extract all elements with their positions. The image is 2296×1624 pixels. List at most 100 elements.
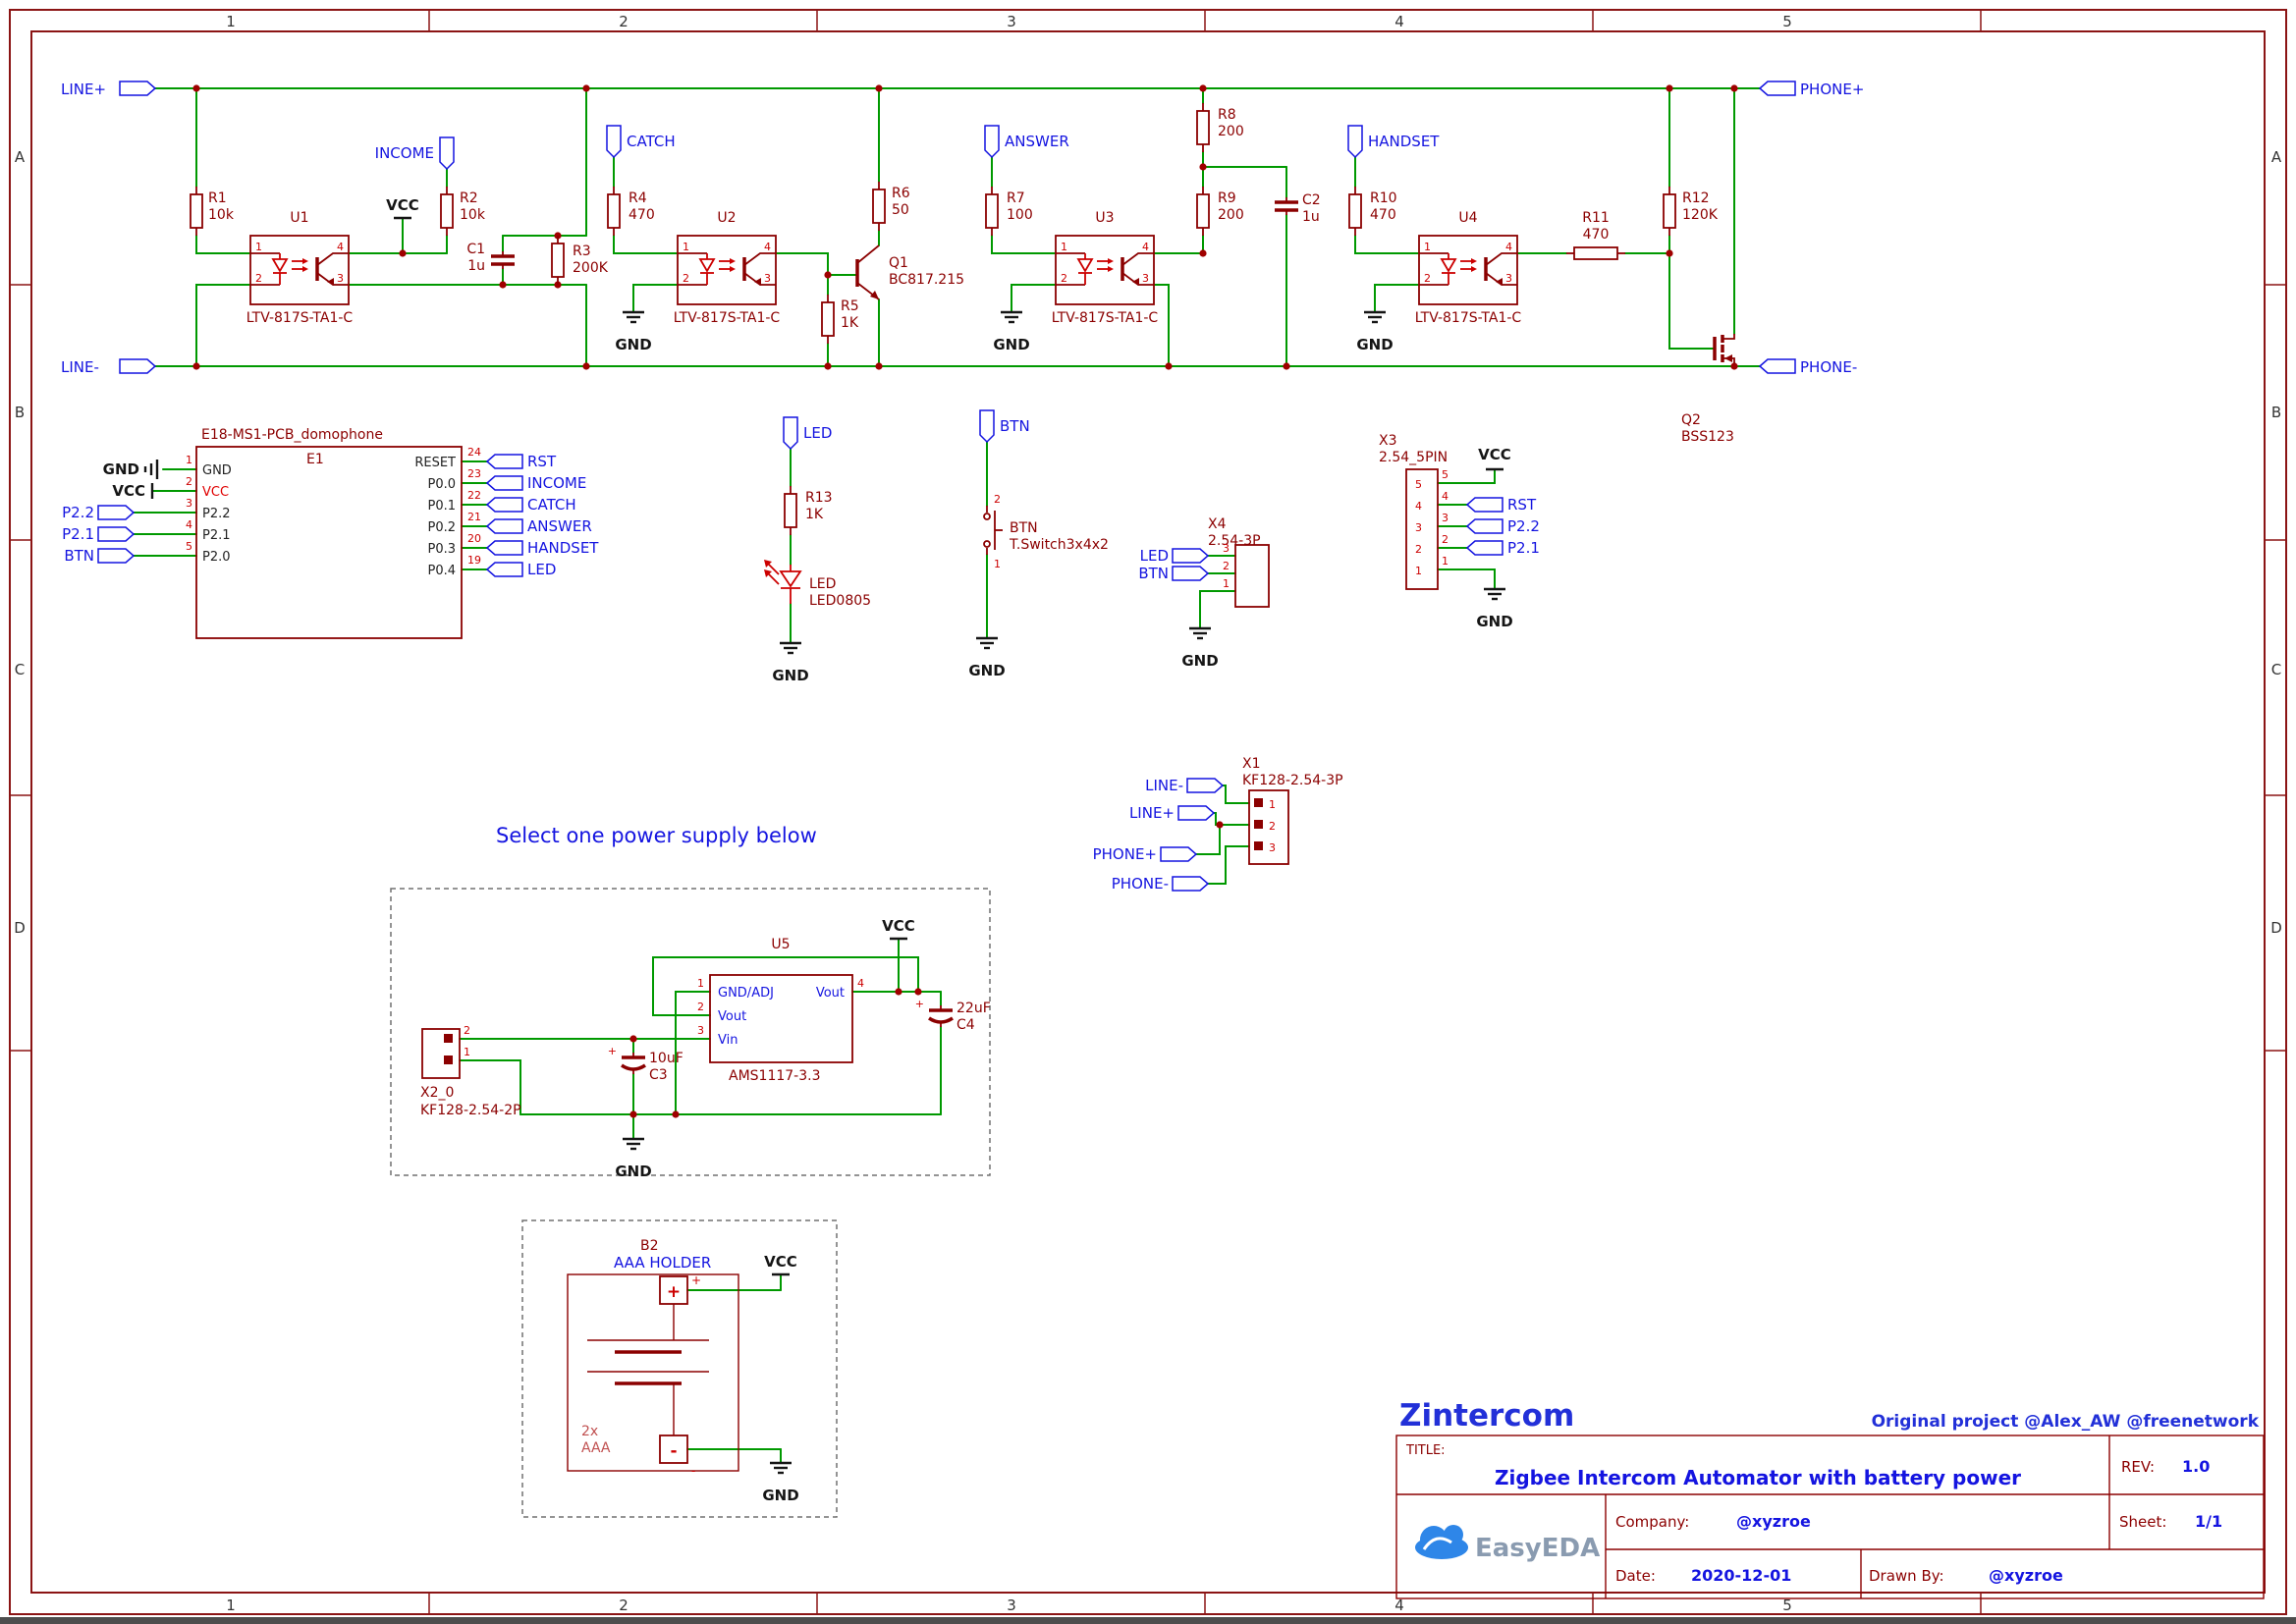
net-flag-income-e1[interactable]: INCOME — [485, 474, 586, 492]
net-flag-led-e1[interactable]: LED — [485, 561, 556, 578]
optocoupler-u3[interactable]: 1 2 4 3 U3 LTV-817S-TA1-C — [1052, 210, 1159, 326]
net-label: ANSWER — [527, 517, 592, 535]
net-flag-income[interactable]: INCOME — [375, 136, 455, 171]
led-d1[interactable]: LED LED0805 — [764, 560, 871, 609]
gnd-symbol-battery[interactable]: GND — [762, 1461, 799, 1504]
net-flag-line-plus[interactable]: LINE+ — [61, 81, 157, 98]
net-flag-line-minus-x1[interactable]: LINE- — [1145, 777, 1225, 794]
connector-x3[interactable]: X3 2.54_5PIN 5 4 3 2 1 5 4 3 2 1 — [1379, 433, 1449, 590]
net-flag-rst-x3[interactable]: RST — [1465, 496, 1537, 514]
net-flag-phone-minus-x1[interactable]: PHONE- — [1112, 875, 1210, 893]
vcc-flag-e1[interactable]: VCC — [112, 482, 154, 500]
net-flag-answer-e1[interactable]: ANSWER — [485, 517, 592, 535]
gnd-symbol-x3[interactable]: GND — [1476, 587, 1513, 630]
b2-value: AAA HOLDER — [614, 1254, 711, 1272]
resistor-r2[interactable]: R2 10k — [440, 187, 486, 236]
net-flag-p22-e1[interactable]: P2.2 — [62, 504, 136, 521]
resistor-r5[interactable]: R5 1K — [821, 295, 859, 344]
net-flag-catch-e1[interactable]: CATCH — [485, 496, 576, 514]
gnd-symbol-u3[interactable]: GND — [993, 310, 1030, 353]
net-flag-shape — [119, 358, 157, 374]
wire — [195, 284, 251, 367]
net-flag-led-x4[interactable]: LED — [1140, 547, 1210, 565]
wire — [1153, 284, 1170, 367]
capacitor-c1[interactable]: C1 1u — [466, 242, 515, 274]
resistor-r7[interactable]: R7 100 — [985, 187, 1033, 236]
switch-btn[interactable]: 2 1 BTN T.Switch3x4x2 — [983, 493, 1109, 570]
resistor-r9[interactable]: R9 200 — [1196, 187, 1244, 236]
connector-x2[interactable]: 2 1 X2_0 KF128-2.54-2P — [420, 1024, 521, 1118]
net-flag-btn-e1[interactable]: BTN — [64, 547, 136, 565]
resistor-r3[interactable]: R3 200K — [551, 236, 609, 285]
gnd-flag-e1[interactable]: GND — [103, 460, 159, 479]
connector-x1[interactable]: X1 KF128-2.54-3P 1 2 3 — [1242, 756, 1343, 865]
vcc-symbol-x3[interactable]: VCC — [1478, 446, 1511, 471]
wires — [133, 87, 1761, 1464]
net-flag-p21-x3[interactable]: P2.1 — [1465, 539, 1540, 557]
optocoupler-u4[interactable]: 1 2 4 3 U4 LTV-817S-TA1-C — [1415, 210, 1522, 326]
regulator-u5[interactable]: U5 AMS1117-3.3 GND/ADJ Vout Vin Vout 1 2… — [697, 937, 864, 1084]
mcu-module-e1[interactable]: E18-MS1-PCB_domophone E1 GND VCC P2.2 P2… — [186, 427, 481, 639]
net-flag-phone-plus[interactable]: PHONE+ — [1758, 81, 1864, 98]
net-flag-answer[interactable]: ANSWER — [984, 125, 1069, 159]
transistor-q1[interactable]: Q1 BC817.215 — [855, 244, 964, 300]
net-flag-handset[interactable]: HANDSET — [1347, 125, 1440, 159]
junction-dot — [875, 362, 883, 370]
horizontal-scrollbar[interactable] — [0, 1617, 2296, 1624]
frame-row-label: D — [14, 919, 26, 937]
net-label: BTN — [1138, 565, 1169, 582]
frame-col-label: 5 — [1782, 1597, 1792, 1614]
e1-pin-num: 5 — [186, 540, 192, 553]
capacitor-c3[interactable]: + 10uF C3 — [608, 1045, 683, 1083]
gnd-symbol-u5[interactable]: GND — [615, 1137, 652, 1180]
gnd-symbol-u4[interactable]: GND — [1356, 310, 1394, 353]
net-flag-rst-e1[interactable]: RST — [485, 453, 557, 470]
gnd-symbol-u2[interactable]: GND — [615, 310, 652, 353]
net-flag-p21-e1[interactable]: P2.1 — [62, 525, 136, 543]
wire — [459, 1059, 521, 1115]
resistor-r8[interactable]: R8 200 — [1196, 103, 1244, 152]
net-flag-handset-e1[interactable]: HANDSET — [485, 539, 599, 557]
capacitor-c4[interactable]: + 22uF C4 — [915, 998, 991, 1033]
gnd-symbol-led[interactable]: GND — [772, 641, 809, 684]
net-flag-led[interactable]: LED — [783, 416, 832, 451]
e1-pin-num: 23 — [467, 467, 481, 480]
resistor-r12[interactable]: R12 120K — [1663, 187, 1719, 236]
net-flag-shape — [1172, 566, 1210, 581]
net-label: LED — [527, 561, 556, 578]
battery-b2[interactable]: B2 AAA HOLDER + - 2x AAA + - — [567, 1238, 739, 1478]
resistor-r1[interactable]: R1 10k — [190, 187, 235, 236]
wire — [1207, 845, 1250, 885]
vcc-symbol-u1[interactable]: VCC — [386, 196, 419, 220]
resistor-r10[interactable]: R10 470 — [1348, 187, 1397, 236]
net-flag-btn-x4[interactable]: BTN — [1138, 565, 1210, 582]
resistor-r11[interactable]: R11 470 — [1566, 210, 1625, 260]
vcc-symbol-u5[interactable]: VCC — [882, 917, 915, 941]
gnd-symbol-btn[interactable]: GND — [968, 636, 1006, 679]
resistor-r13[interactable]: R13 1K — [784, 486, 833, 535]
optocoupler-u1[interactable]: 1 2 4 3 U1 LTV-817S-TA1-C — [246, 210, 354, 326]
connector-x4[interactable]: X4 2.54-3P 3 2 1 — [1208, 516, 1270, 608]
net-flag-btn[interactable]: BTN — [979, 409, 1030, 444]
net-flag-phone-minus[interactable]: PHONE- — [1758, 358, 1857, 376]
net-flag-p22-x3[interactable]: P2.2 — [1465, 517, 1540, 535]
net-flag-phone-plus-x1[interactable]: PHONE+ — [1093, 845, 1198, 863]
x1-pin-num: 1 — [1269, 798, 1276, 811]
resistor-r6[interactable]: R6 50 — [872, 182, 910, 231]
u5-pin1-name: GND/ADJ — [718, 986, 774, 1001]
u1-pin1-num: 1 — [255, 241, 262, 253]
x3-pin-num: 3 — [1442, 512, 1449, 524]
u5-pin2-name: Vout — [718, 1009, 746, 1024]
b2-qty: 2x — [581, 1424, 598, 1439]
resistor-r4[interactable]: R4 470 — [607, 187, 655, 236]
capacitor-c2[interactable]: C2 1u — [1275, 192, 1321, 225]
optocoupler-u2[interactable]: 1 2 4 3 U2 LTV-817S-TA1-C — [674, 210, 781, 326]
net-flag-catch[interactable]: CATCH — [606, 125, 676, 159]
transistor-q2[interactable]: Q2 BSS123 — [1681, 334, 1735, 445]
vcc-symbol-battery[interactable]: VCC — [764, 1253, 797, 1276]
gnd-symbol-x4[interactable]: GND — [1181, 626, 1219, 670]
e1-pin-name: P2.0 — [202, 550, 231, 565]
net-flag-line-plus-x1[interactable]: LINE+ — [1129, 804, 1216, 822]
net-flag-line-minus[interactable]: LINE- — [61, 358, 157, 376]
